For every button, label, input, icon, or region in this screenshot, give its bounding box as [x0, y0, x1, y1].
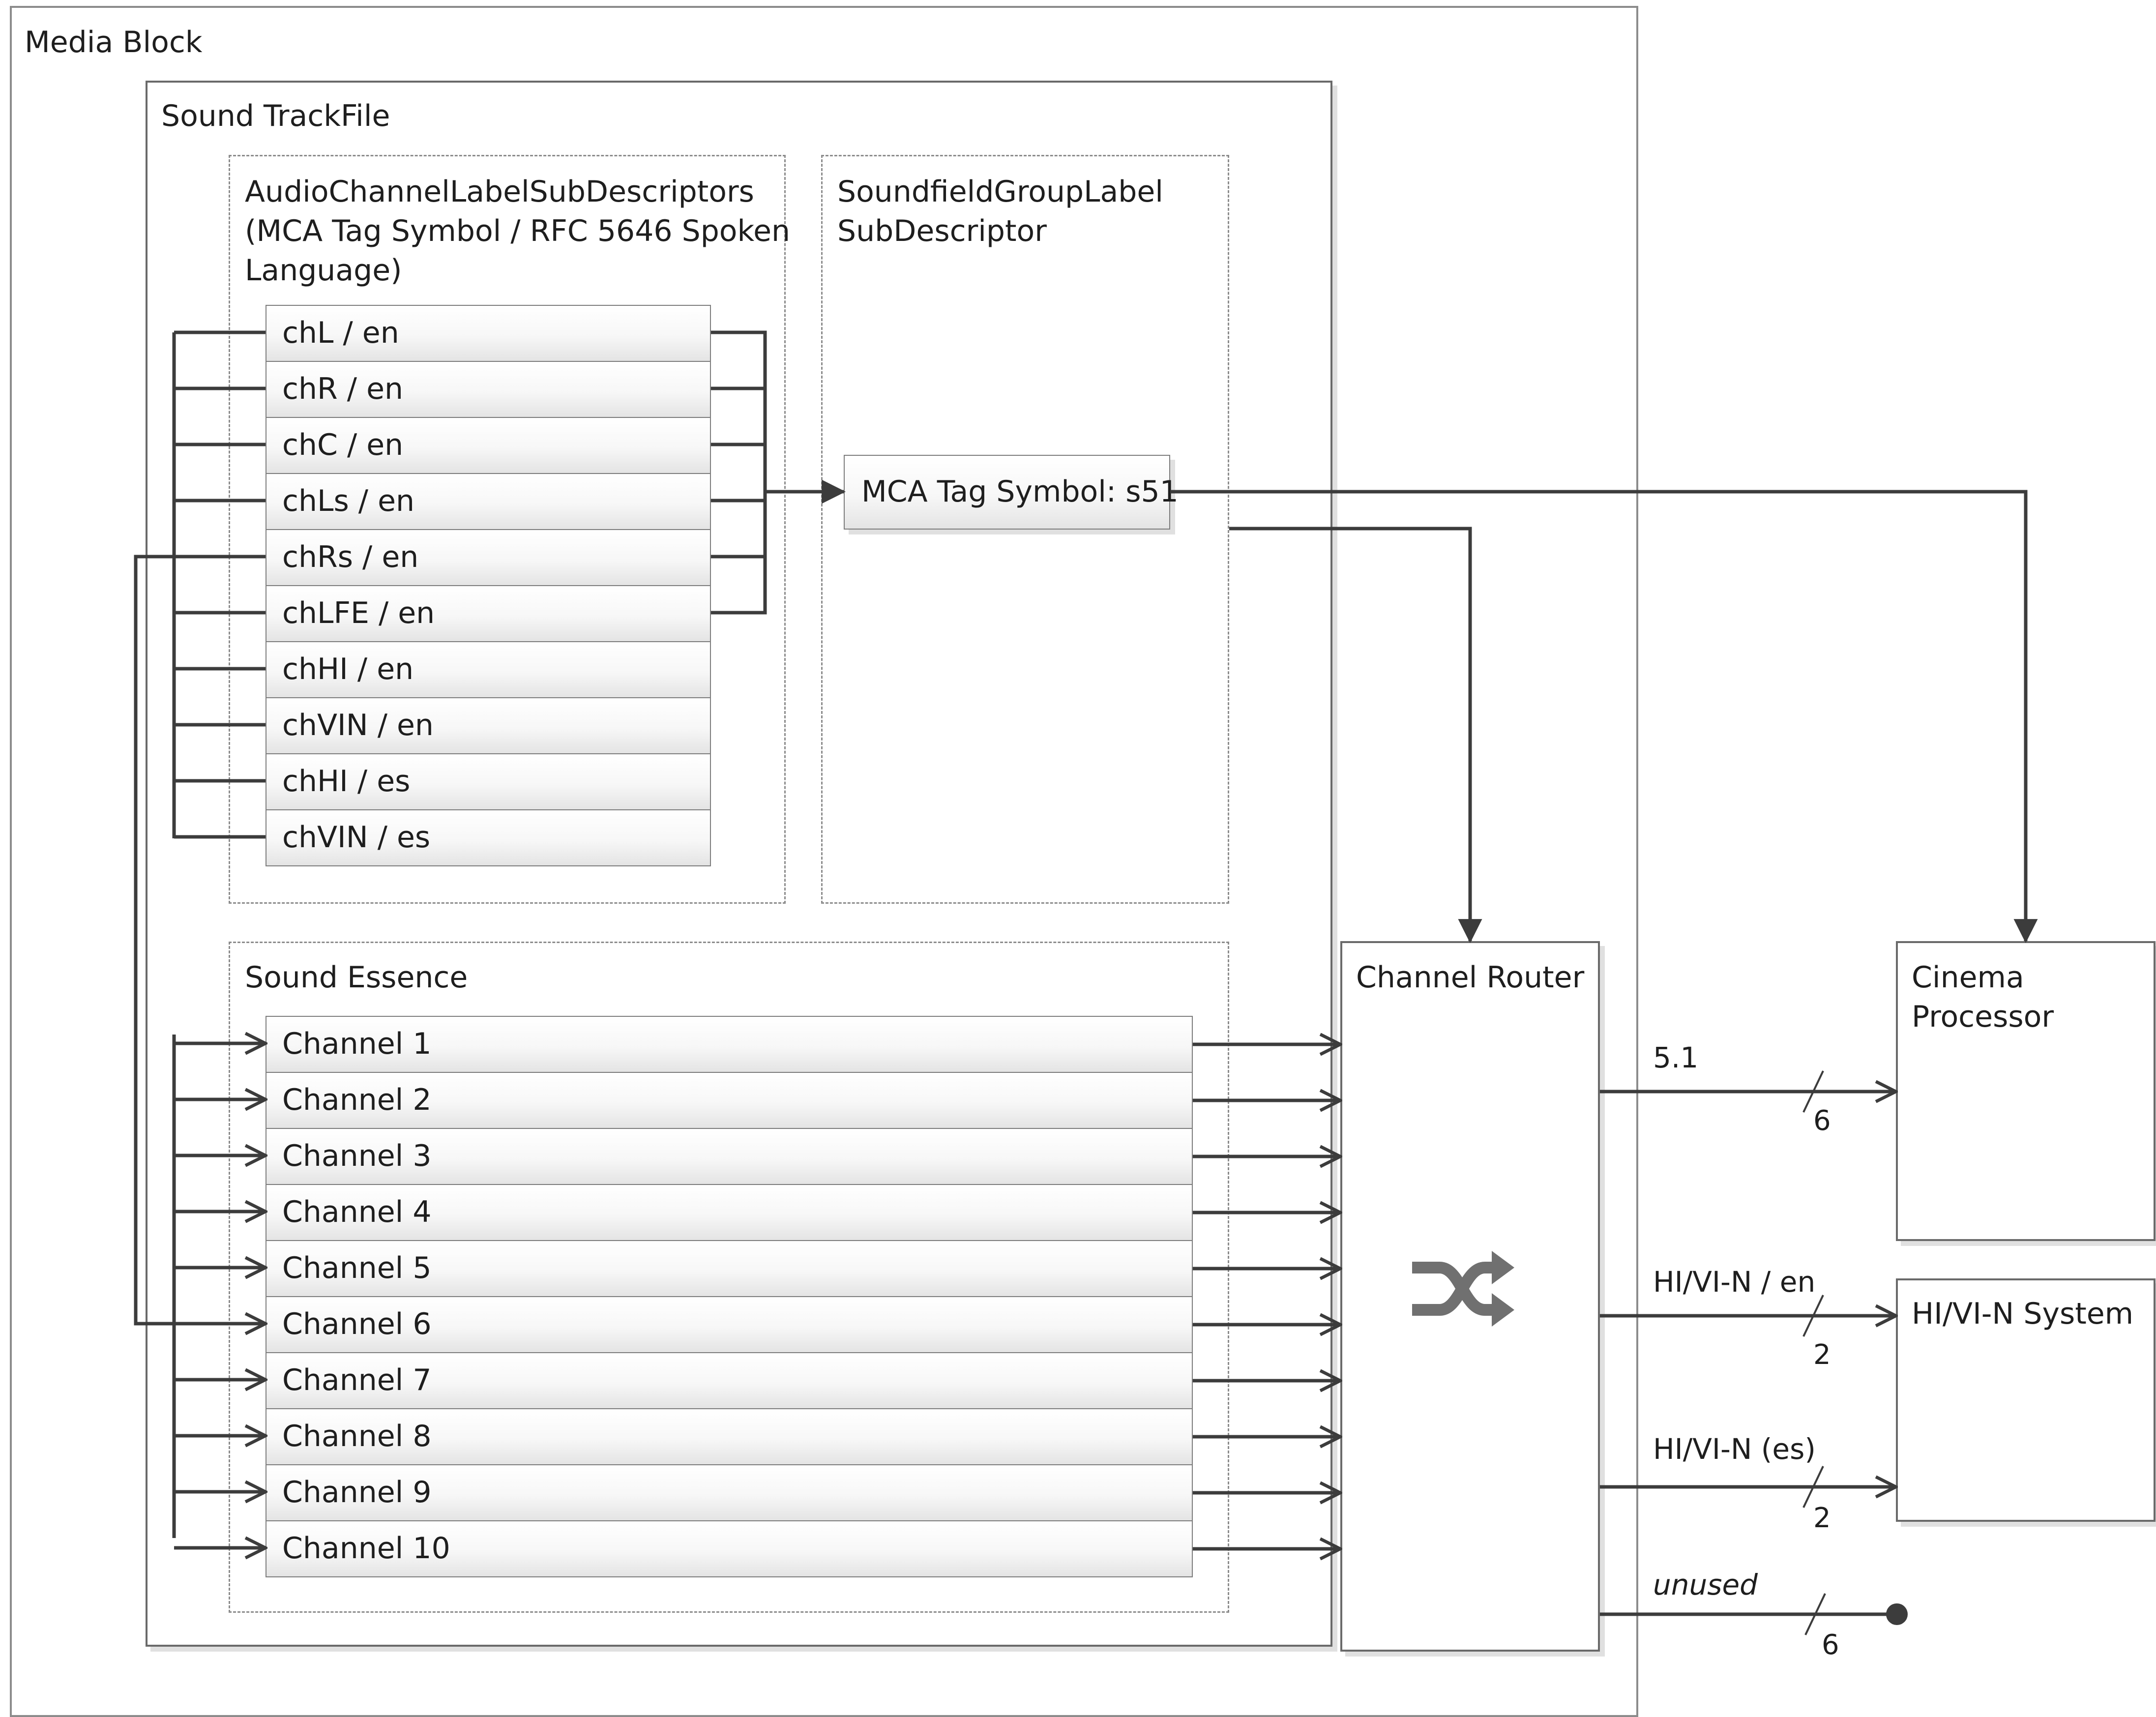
- channel-label-row: chVIN / es: [266, 809, 711, 866]
- cinema-processor-title-line-1: Cinema: [1912, 960, 2024, 995]
- essence-channel-row: Channel 1: [266, 1016, 1193, 1073]
- channel-label-row: chR / en: [266, 361, 711, 418]
- channel-router-title: Channel Router: [1356, 960, 1585, 995]
- essence-channel-row: Channel 5: [266, 1240, 1193, 1297]
- output-label-hivin-es: HI/VI-N (es): [1653, 1432, 1816, 1466]
- sound-essence-group: [229, 942, 1229, 1613]
- channel-label-row: chHI / en: [266, 641, 711, 698]
- cinema-processor-title-line-2: Processor: [1912, 1000, 2054, 1034]
- output-label-unused: unused: [1653, 1568, 1758, 1601]
- essence-channel-row: Channel 3: [266, 1128, 1193, 1185]
- sub-descriptors-title-line-1: AudioChannelLabelSubDescriptors: [245, 175, 754, 209]
- channel-label-row: chL / en: [266, 305, 711, 362]
- channel-label-row: chLFE / en: [266, 585, 711, 642]
- essence-channel-row: Channel 2: [266, 1072, 1193, 1129]
- output-count-hivin-es: 2: [1813, 1502, 1831, 1534]
- essence-channel-row: Channel 9: [266, 1464, 1193, 1521]
- soundfield-title-line-2: SubDescriptor: [837, 214, 1047, 248]
- output-count-51: 6: [1813, 1105, 1831, 1137]
- sub-descriptors-group: [229, 155, 786, 904]
- output-label-hivin-en: HI/VI-N / en: [1653, 1265, 1816, 1299]
- tag-to-cinema-arrow: [1170, 490, 2038, 944]
- soundfield-group: [821, 155, 1229, 904]
- essence-channel-row: Channel 8: [266, 1408, 1193, 1465]
- hivin-system-title: HI/VI-N System: [1912, 1297, 2134, 1331]
- label-bracket-right: [711, 330, 767, 615]
- unused-terminator-dot: [1886, 1603, 1908, 1625]
- essence-channel-row: Channel 4: [266, 1184, 1193, 1241]
- output-count-unused: 6: [1822, 1629, 1839, 1661]
- channel-label-row: chRs / en: [266, 529, 711, 586]
- soundfield-to-router-arrow: [1229, 527, 1482, 944]
- output-count-hivin-en: 2: [1813, 1339, 1831, 1371]
- cinema-processor-box: [1896, 941, 2156, 1241]
- media-block-title: Media Block: [25, 25, 203, 59]
- channel-label-row: chC / en: [266, 417, 711, 474]
- sub-descriptors-title-line-3: Language): [245, 253, 402, 288]
- essence-channel-row: Channel 6: [266, 1296, 1193, 1353]
- channel-label-row: chHI / es: [266, 753, 711, 810]
- essence-channel-row: Channel 7: [266, 1352, 1193, 1409]
- sound-essence-title: Sound Essence: [245, 960, 468, 995]
- output-label-51: 5.1: [1653, 1041, 1699, 1074]
- sound-trackfile-title: Sound TrackFile: [161, 99, 390, 133]
- hivin-system-box: [1896, 1278, 2156, 1522]
- shuffle-icon: [1412, 1251, 1514, 1327]
- mca-tag-symbol-box: MCA Tag Symbol: s51: [844, 455, 1179, 530]
- channel-label-row: chVIN / en: [266, 697, 711, 754]
- chrs-to-channel6-line: [134, 555, 266, 1324]
- essence-channel-row: Channel 10: [266, 1520, 1193, 1577]
- soundfield-title-line-1: SoundfieldGroupLabel: [837, 175, 1163, 209]
- sub-descriptors-title-line-2: (MCA Tag Symbol / RFC 5646 Spoken: [245, 214, 791, 248]
- channel-label-row: chLs / en: [266, 473, 711, 530]
